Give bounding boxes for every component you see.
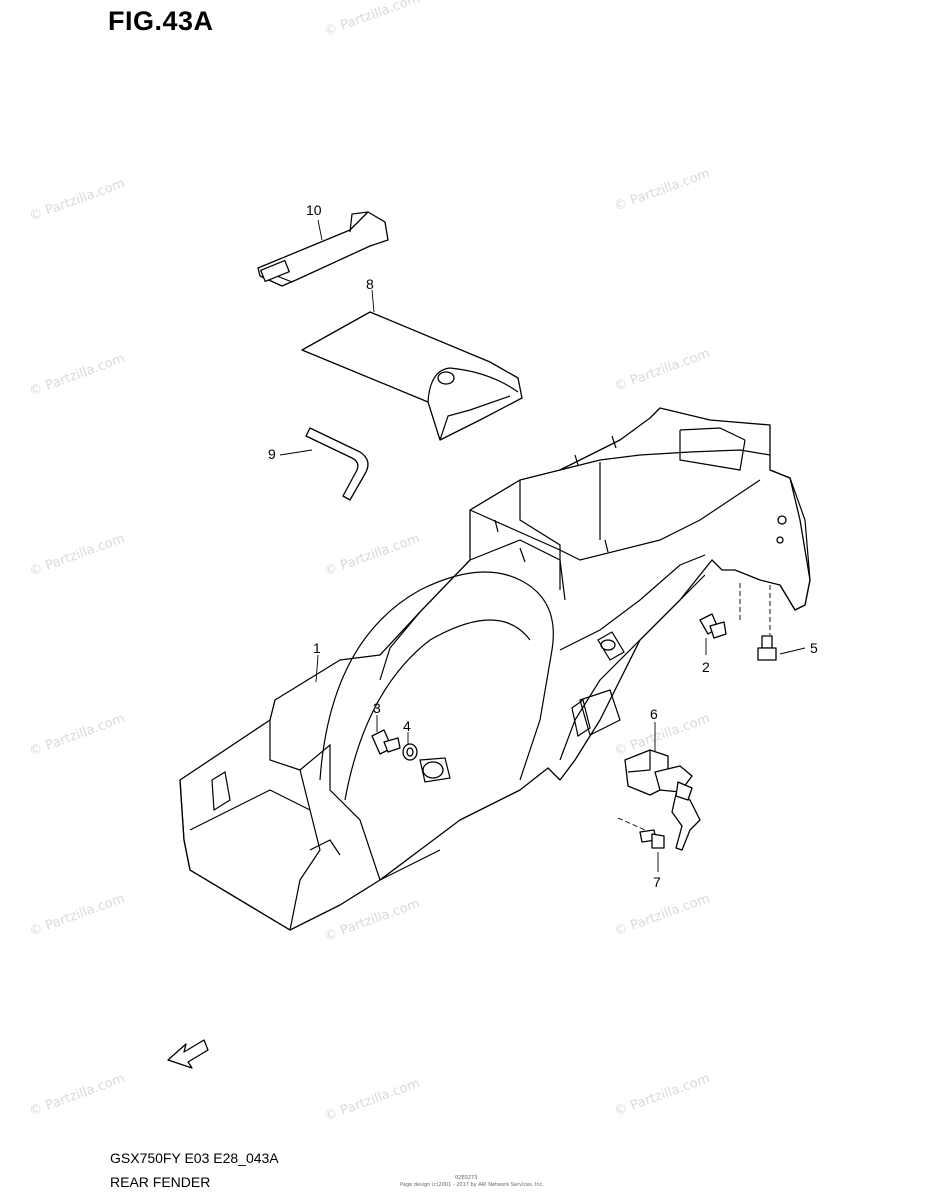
diagram-code: 02E0273	[455, 1175, 478, 1181]
callout-5: 5	[810, 640, 818, 656]
part-3-bolt[interactable]	[371, 729, 401, 755]
part-4-washer[interactable]	[402, 743, 418, 761]
leader-lines	[279, 219, 806, 872]
fwd-arrow-icon	[167, 1039, 209, 1069]
callout-3: 3	[373, 700, 381, 716]
part-9-hex-wrench[interactable]	[305, 427, 369, 501]
callout-6: 6	[650, 706, 658, 722]
part-5-bolt[interactable]	[757, 635, 777, 661]
part-7-screw[interactable]	[639, 829, 665, 849]
callout-8: 8	[366, 276, 374, 292]
callout-1: 1	[313, 640, 321, 656]
part-2-bolt[interactable]	[699, 613, 727, 639]
part-8-cover-sheet[interactable]	[301, 311, 523, 441]
section-name: REAR FENDER	[110, 1174, 211, 1190]
callout-9: 9	[268, 446, 276, 462]
callout-7: 7	[653, 874, 661, 890]
figure-title: FIG.43A	[108, 6, 214, 36]
part-10-strap[interactable]	[257, 211, 389, 287]
callout-10: 10	[306, 202, 322, 218]
part-6-helmet-lock[interactable]	[624, 749, 701, 851]
callout-2: 2	[702, 659, 710, 675]
part-1-rear-fender[interactable]	[179, 407, 811, 931]
copyright-notice: Page design (c)2001 - 2017 by ARI Networ…	[400, 1182, 544, 1188]
model-code: GSX750FY E03 E28_043A	[110, 1150, 279, 1166]
callout-4: 4	[403, 718, 411, 734]
